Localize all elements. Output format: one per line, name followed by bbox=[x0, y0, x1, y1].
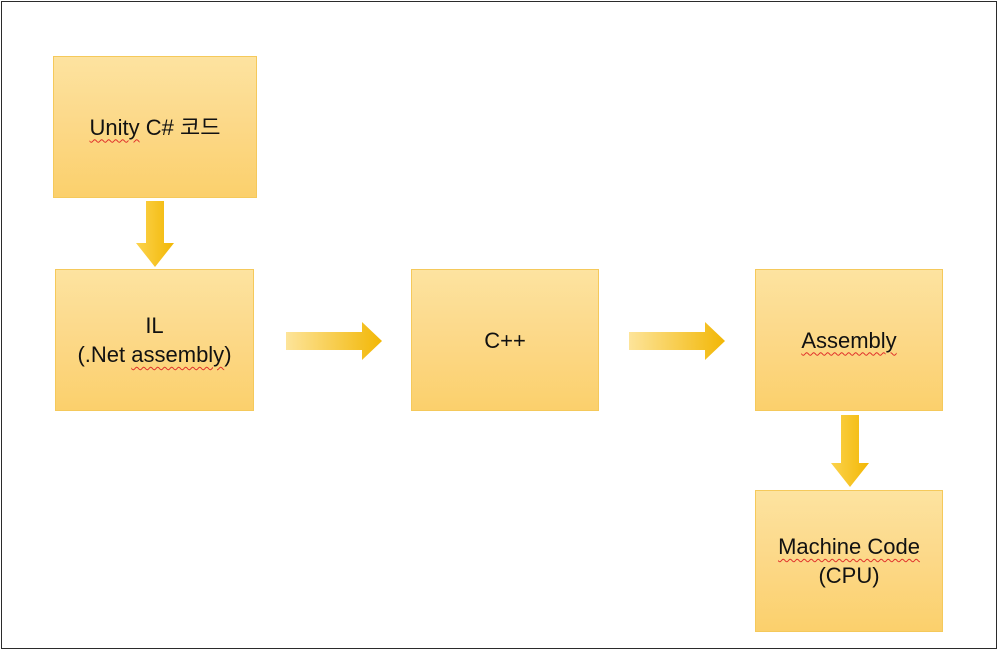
machine-code-label: Machine Code (CPU) bbox=[778, 532, 920, 590]
arrow-right-cpp-to-assembly bbox=[629, 322, 725, 360]
unity-word: Unity bbox=[89, 114, 140, 140]
cpp-box: C++ bbox=[411, 269, 599, 411]
csharp-code-text: C# 코드 bbox=[139, 114, 221, 140]
arrow-down-unity-to-il bbox=[136, 201, 174, 267]
assembly-label: Assembly bbox=[801, 327, 897, 353]
unity-csharp-code-label: Unity C# 코드 bbox=[90, 113, 221, 142]
il-subtitle: (.Net assembly) bbox=[77, 342, 232, 367]
arrow-down-icon bbox=[136, 201, 174, 267]
il-box: IL (.Net assembly) bbox=[55, 269, 254, 411]
arrow-right-il-to-cpp bbox=[286, 322, 382, 360]
arrow-right-icon bbox=[629, 322, 725, 360]
assembly-box: Assembly bbox=[755, 269, 943, 411]
cpp-label: C++ bbox=[484, 327, 526, 353]
arrow-down-icon bbox=[831, 415, 869, 487]
machine-code-title: Machine Code bbox=[778, 534, 920, 559]
machine-code-box: Machine Code (CPU) bbox=[755, 490, 943, 632]
machine-code-subtitle: (CPU) bbox=[818, 563, 880, 588]
il-title: IL bbox=[145, 313, 164, 338]
arrow-down-assembly-to-machine-code bbox=[831, 415, 869, 487]
il-label: IL (.Net assembly) bbox=[77, 311, 231, 369]
unity-csharp-code-box: Unity C# 코드 bbox=[53, 56, 257, 198]
arrow-right-icon bbox=[286, 322, 382, 360]
